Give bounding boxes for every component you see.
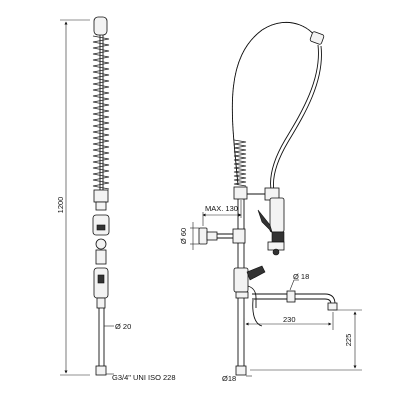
dim-thread: G3/4" UNI ISO 228 — [106, 373, 176, 382]
tap-assembly — [233, 265, 266, 299]
height-225-label: 225 — [344, 334, 353, 347]
front-view: Ø 60 MAX. 130 — [179, 21, 362, 383]
column-spring — [233, 139, 247, 187]
dim-height-225: 225 — [250, 309, 362, 371]
wall-valve — [198, 227, 246, 245]
diameter-18-column-label: Ø18 — [222, 374, 236, 383]
thread-label: G3/4" UNI ISO 228 — [112, 373, 176, 382]
dim-max-130: MAX. 130 — [202, 200, 242, 226]
diameter-60-label: Ø 60 — [179, 228, 188, 244]
height-dimension: 1200 — [56, 19, 90, 376]
diameter-18-spout-label: Ø 18 — [293, 272, 309, 281]
side-spring — [92, 35, 110, 190]
column-collar — [233, 186, 248, 200]
arch-end-cap — [309, 31, 325, 45]
spring-top-cap — [93, 16, 108, 36]
height-label: 1200 — [56, 197, 65, 214]
dim-diameter-60: Ø 60 — [179, 222, 199, 250]
front-thread-nut — [235, 365, 247, 376]
side-collar — [93, 189, 109, 203]
side-thread-nut — [95, 365, 107, 376]
dim-spout-230: 230 — [243, 312, 334, 330]
side-view: 1200 Ø 20 G3/4" UNI ISO 228 — [56, 16, 176, 382]
spout-230-label: 230 — [283, 315, 296, 324]
spray-head — [257, 197, 285, 256]
max-130-label: MAX. 130 — [205, 204, 238, 213]
dim-diameter-20: Ø 20 — [104, 322, 131, 331]
shower-hose — [270, 44, 319, 196]
dim-diameter-18-spout: Ø 18 — [289, 272, 309, 291]
diameter-20-label: Ø 20 — [115, 322, 131, 331]
dim-diameter-18-column: Ø18 — [222, 374, 252, 383]
